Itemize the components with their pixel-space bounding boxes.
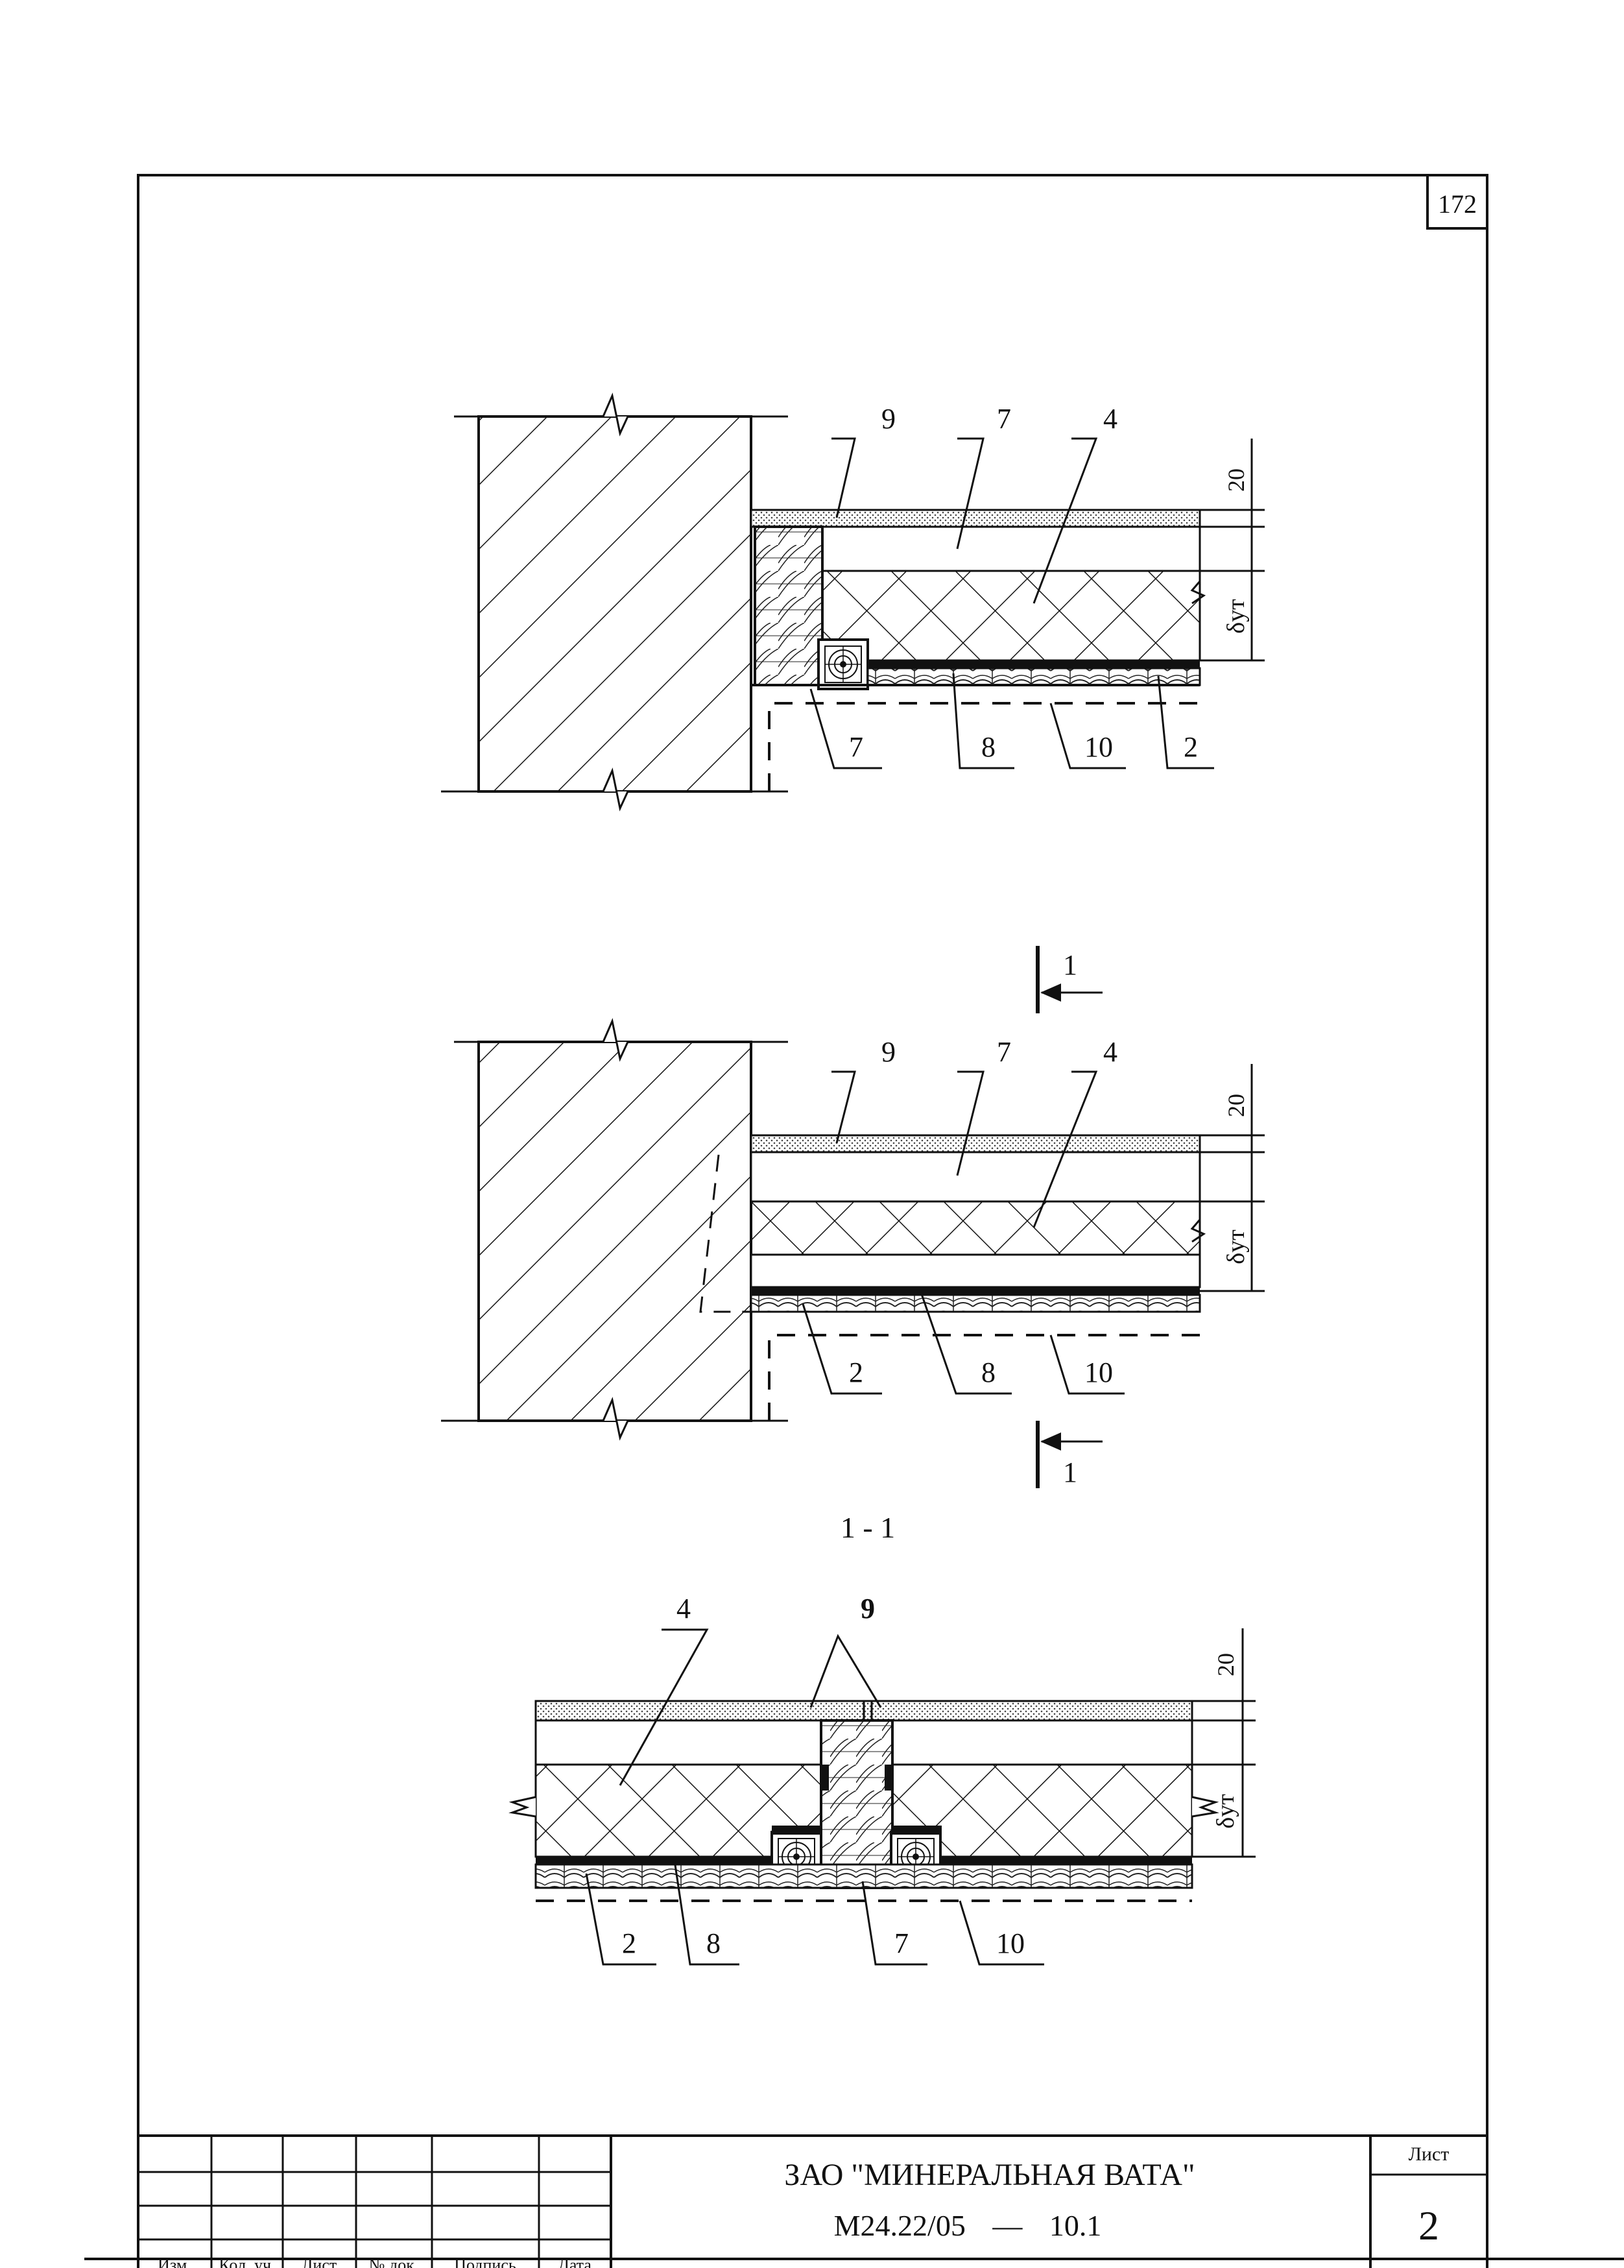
title-block: Изм. Кол. уч. Лист № док. Подпись Дата З… [138,2134,1487,2268]
section-label: 1 [1063,949,1077,981]
layer-9-screed [750,509,1201,528]
label-7: 7 [997,403,1011,435]
drawing-code: М24.22/05 — 10.1 [834,2209,1102,2242]
dim-insulation: δут [1223,1229,1250,1264]
break-mark [602,1018,629,1062]
section-1-1: 1 - 1 20 δут [508,1511,1256,1966]
layer-2-board [750,1294,1201,1313]
label-2: 2 [849,1357,863,1388]
label-7: 7 [894,1927,909,1959]
hidden-line [699,1154,751,1313]
layer-2-board [866,667,1201,686]
layer-4-insulation [821,570,1201,662]
break-mark [602,767,629,812]
dim-20: 20 [1223,468,1249,492]
label-2: 2 [622,1927,636,1959]
code-value: М24.22/05 [834,2209,966,2242]
wall-section [477,415,752,793]
sheet-frame [137,174,1488,2268]
label-7: 7 [997,1036,1011,1068]
dim-insulation: δут [1212,1794,1239,1829]
label-10: 10 [1084,1357,1113,1388]
air-gap [750,1253,1201,1288]
label-10: 10 [1084,731,1113,763]
header-list: Лист [302,2256,337,2268]
layer-9-screed [750,1134,1201,1153]
layer-8-membrane [942,1857,1192,1864]
layer-8-membrane [751,1287,1200,1295]
detail-2: 20 δут 9 7 4 2 8 10 1 1 [441,946,1265,1488]
label-7: 7 [849,731,863,763]
label-4: 4 [1103,1036,1117,1068]
label-2: 2 [1184,731,1198,763]
header-date: Дата [558,2256,591,2268]
lumber-piece [817,638,869,690]
dim-20: 20 [1213,1653,1239,1676]
code-dash: — [992,2209,1023,2242]
code-number: 10.1 [1049,2209,1102,2242]
dim-20: 20 [1223,1094,1249,1117]
label-8: 8 [706,1927,721,1959]
label-8: 8 [981,1357,996,1388]
label-8: 8 [981,731,996,763]
section-label: 1 [1063,1456,1077,1488]
layer-10-ceiling [768,702,1200,791]
label-9: 9 [881,1036,896,1068]
label-9: 9 [881,403,896,435]
header-signature: Подпись [454,2256,516,2268]
wooden-beam-7 [754,525,824,686]
sheet-number: 2 [1418,2202,1439,2249]
wooden-beam-7 [820,1719,894,1889]
break-mark [602,1397,629,1441]
dim-insulation: δут [1223,599,1250,634]
layer-7-board [750,1151,1201,1203]
header-kol-uch: Кол. уч. [219,2256,275,2268]
header-doc-no: № док. [369,2256,419,2268]
company-name: ЗАО "МИНЕРАЛЬНАЯ ВАТА" [784,2158,1195,2192]
label-9: 9 [861,1593,875,1624]
sheet-label: Лист [1409,2143,1450,2165]
section-title: 1 - 1 [841,1511,895,1544]
detail-1: 20 δут 9 7 4 7 8 10 2 [441,392,1265,812]
header-izm: Изм. [158,2256,191,2268]
layer-4-insulation [891,1763,1193,1858]
layer-4-insulation [750,1200,1201,1256]
layer-7-board [534,1719,822,1766]
layer-7-board [891,1719,1193,1766]
layer-7-board [821,525,1201,572]
wall-section [477,1041,752,1422]
break-mark [602,392,629,437]
page-number: 172 [1438,189,1477,219]
label-10: 10 [996,1927,1025,1959]
label-4: 4 [676,1593,691,1624]
label-4: 4 [1103,403,1117,435]
layer-8-membrane [536,1857,772,1864]
layer-8-membrane [868,660,1200,668]
page-number-box: 172 [1426,174,1488,230]
